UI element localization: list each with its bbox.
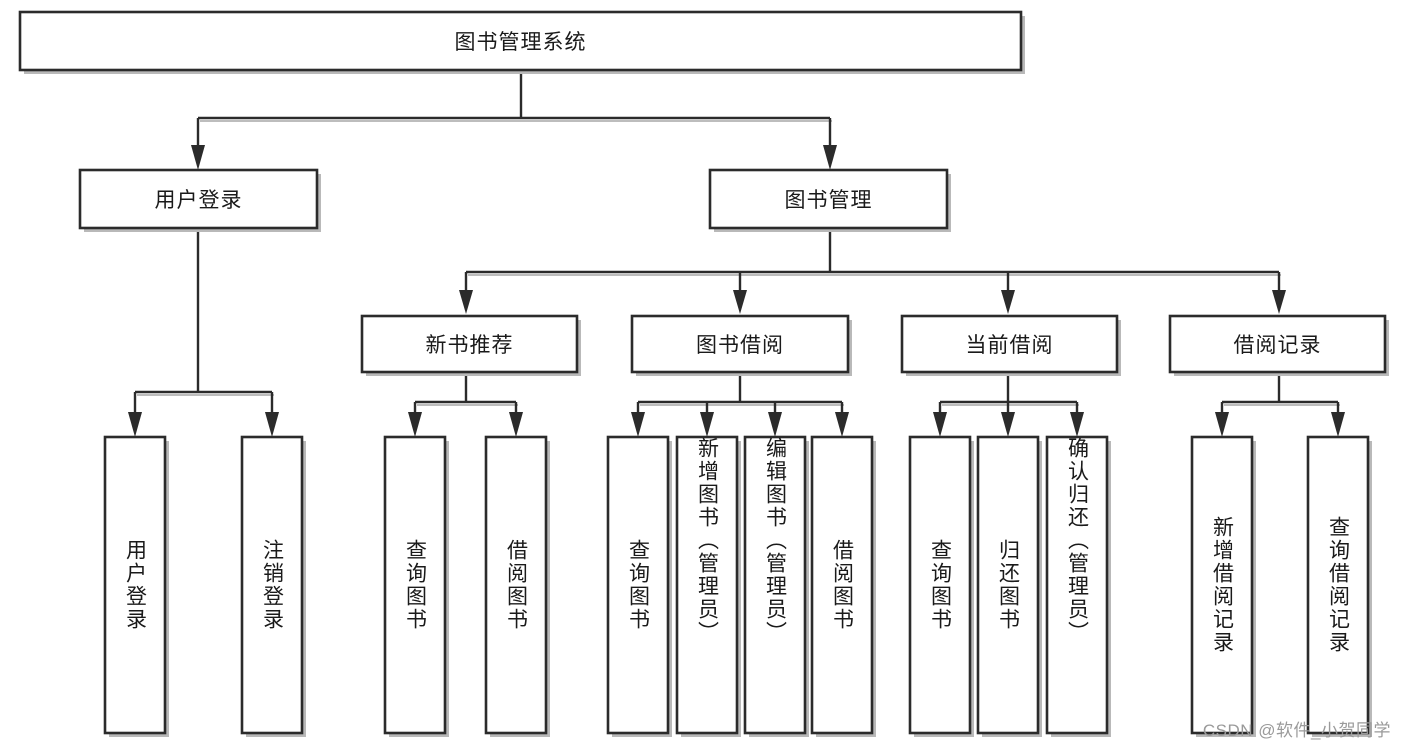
- edges-group: [128, 70, 1345, 437]
- node-current-borrow[interactable]: [900, 314, 1119, 374]
- arrowhead-leaf-confirm-return: [1070, 412, 1084, 437]
- arrowhead-book-manage: [823, 145, 837, 170]
- arrowhead-leaf-query-book-3: [933, 412, 947, 437]
- leaf-borrow-book-1[interactable]: [484, 435, 548, 735]
- leaf-add-book[interactable]: [675, 435, 739, 735]
- node-book-manage[interactable]: [708, 168, 949, 230]
- leaf-user-login[interactable]: [103, 435, 167, 735]
- leaf-add-record[interactable]: [1190, 435, 1254, 735]
- arrowhead-leaf-add-record: [1215, 412, 1229, 437]
- leaf-confirm-return[interactable]: [1045, 435, 1109, 735]
- arrowhead-leaf-borrow-book-1: [509, 412, 523, 437]
- leaf-return-book[interactable]: [976, 435, 1040, 735]
- arrowhead-leaf-return-book: [1001, 412, 1015, 437]
- leaf-query-record[interactable]: [1306, 435, 1370, 735]
- leaf-user-logout[interactable]: [240, 435, 304, 735]
- arrowhead-user-login: [191, 145, 205, 170]
- arrowhead-borrow-record: [1272, 290, 1286, 314]
- arrowhead-leaf-query-record: [1331, 412, 1345, 437]
- arrowhead-leaf-edit-book: [768, 412, 782, 437]
- node-book-borrow[interactable]: [630, 314, 850, 374]
- leaf-borrow-book-2[interactable]: [810, 435, 874, 735]
- node-borrow-record[interactable]: [1168, 314, 1387, 374]
- nodes-group: [18, 10, 1389, 737]
- leaf-query-book-1[interactable]: [383, 435, 447, 735]
- arrowhead-leaf-add-book: [700, 412, 714, 437]
- arrowhead-new-book-rec: [459, 290, 473, 314]
- arrowhead-current-borrow: [1001, 290, 1015, 314]
- leaf-query-book-2[interactable]: [606, 435, 670, 735]
- leaf-query-book-3[interactable]: [908, 435, 972, 735]
- arrowhead-leaf-borrow-book-2: [835, 412, 849, 437]
- leaf-edit-book[interactable]: [743, 435, 807, 735]
- node-new-book-rec[interactable]: [360, 314, 579, 374]
- arrowhead-book-borrow: [733, 290, 747, 314]
- arrowhead-leaf-query-book-1: [408, 412, 422, 437]
- arrowhead-leaf-user-login: [128, 412, 142, 437]
- node-root[interactable]: [18, 10, 1023, 72]
- node-user-login[interactable]: [78, 168, 319, 230]
- arrowhead-leaf-query-book-2: [631, 412, 645, 437]
- arrowhead-leaf-user-logout: [265, 412, 279, 437]
